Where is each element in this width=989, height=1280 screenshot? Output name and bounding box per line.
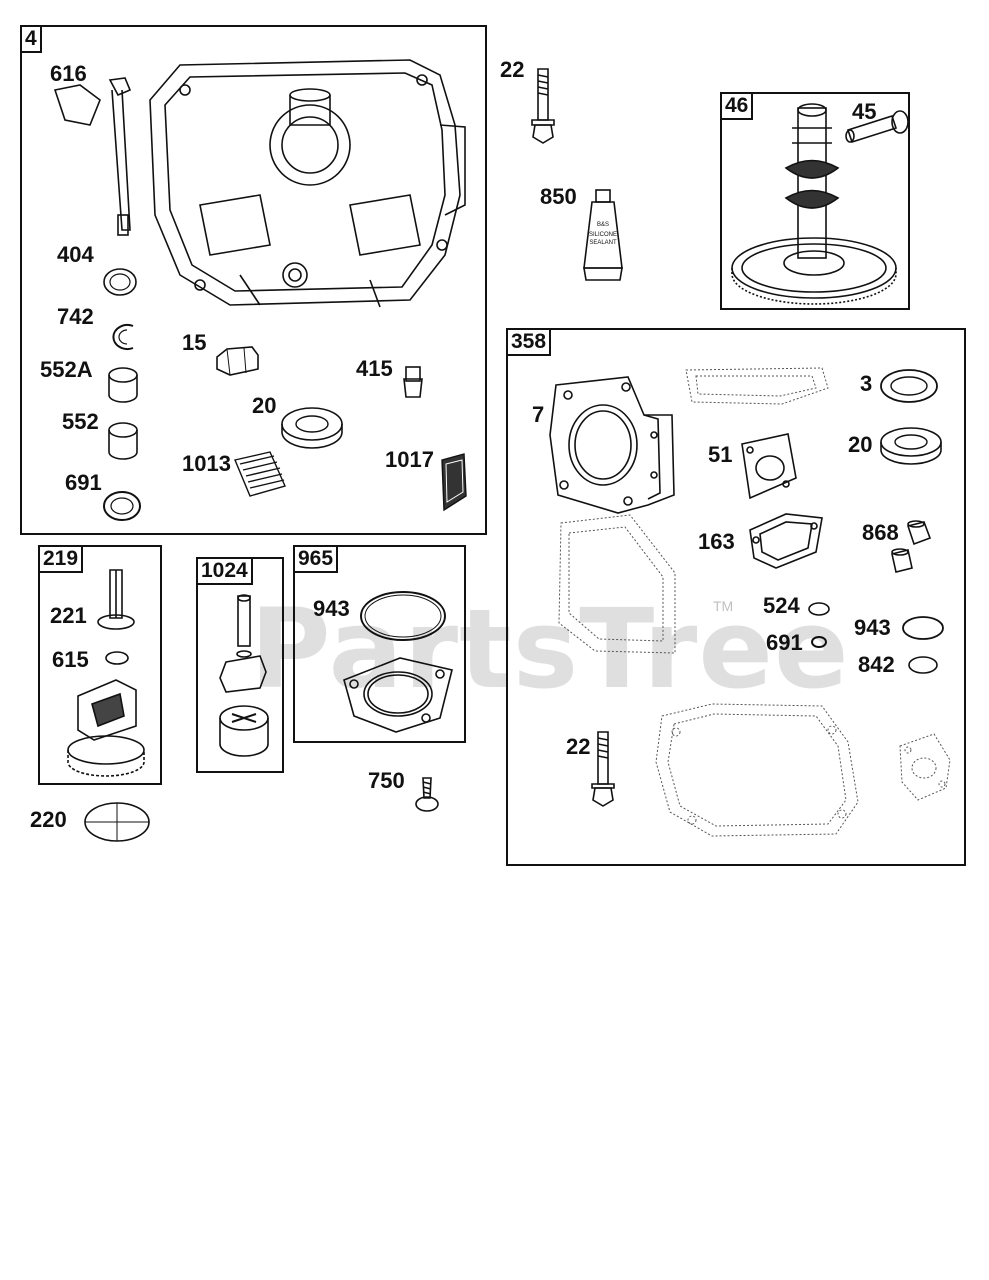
screw-750-part[interactable] — [414, 774, 440, 814]
cover-plate-965-part[interactable] — [340, 654, 456, 734]
box-id-1024: 1024 — [196, 557, 253, 585]
callout-615: 615 — [52, 647, 89, 672]
bolt-22-part[interactable] — [526, 65, 560, 147]
box-id-358: 358 — [506, 328, 552, 356]
watermark-tm: TM — [713, 598, 734, 614]
callout-1017: 1017 — [385, 447, 434, 472]
box-id-965: 965 — [293, 545, 339, 573]
box-id-219: 219 — [38, 545, 84, 573]
ring-691b-part[interactable] — [808, 634, 830, 650]
callout-221: 221 — [50, 603, 87, 628]
retaining-ring-742-part[interactable] — [105, 320, 145, 354]
assembly-box-1024: 1024 — [196, 557, 284, 773]
box-id-46: 46 — [720, 92, 754, 120]
bushings-868-part[interactable] — [886, 518, 936, 576]
callout-20: 20 — [252, 393, 277, 418]
assembly-box-965: 965 — [293, 545, 466, 743]
callout-552: 552 — [62, 409, 99, 434]
callout-524: 524 — [763, 593, 800, 618]
callout-163: 163 — [698, 529, 735, 554]
ring-943b-part[interactable] — [900, 614, 946, 642]
gasket-51-part[interactable] — [736, 432, 800, 502]
bushing-552a-part[interactable] — [103, 365, 143, 405]
governor-gear-part[interactable] — [66, 676, 152, 777]
bushing-552-part[interactable] — [103, 420, 143, 462]
callout-20-358: 20 — [848, 432, 873, 457]
ring-943a-part[interactable] — [356, 588, 450, 644]
governor-shaft-part[interactable] — [50, 70, 140, 240]
callout-45: 45 — [852, 99, 877, 124]
callout-750: 750 — [368, 768, 405, 793]
sealant-line2-text: SEALANT — [589, 240, 617, 246]
pin-45-part[interactable] — [842, 108, 912, 150]
callout-404: 404 — [57, 242, 94, 267]
silicone-sealant-850-part[interactable]: B&S SILICONE SEALANT — [578, 188, 628, 286]
assembly-box-4: 4 — [20, 25, 487, 535]
ring-524-part[interactable] — [806, 600, 832, 618]
callout-15: 15 — [182, 330, 207, 355]
washer-220-part[interactable] — [82, 800, 152, 844]
gasket-dotted-top-part[interactable] — [682, 364, 832, 408]
screen-1013-part[interactable] — [230, 450, 290, 498]
gasket-dotted-rear-part[interactable] — [555, 513, 680, 658]
callout-220: 220 — [30, 807, 67, 832]
plug-15-part[interactable] — [212, 345, 262, 379]
filter-1017-part[interactable] — [436, 452, 470, 514]
callout-22-top: 22 — [500, 57, 525, 82]
bolt-22b-part[interactable] — [588, 728, 618, 808]
box-id-4: 4 — [20, 25, 42, 53]
crankcase-gasket-dotted-part[interactable] — [652, 702, 864, 840]
callout-742: 742 — [57, 304, 94, 329]
washer-404-part[interactable] — [100, 265, 140, 299]
callout-691-358: 691 — [766, 630, 803, 655]
crankcase-cover-part[interactable] — [140, 55, 470, 315]
assembly-box-219: 219 — [38, 545, 162, 785]
callout-51: 51 — [708, 442, 733, 467]
callout-691: 691 — [65, 470, 102, 495]
callout-616: 616 — [50, 61, 87, 86]
callout-868: 868 — [862, 520, 899, 545]
callout-22-358: 22 — [566, 734, 591, 759]
assembly-box-46: 46 — [720, 92, 910, 310]
gasket-set-box-358: 358 — [506, 328, 966, 866]
oil-pump-1024-part[interactable] — [216, 592, 272, 760]
fitting-415-part[interactable] — [400, 365, 426, 401]
seal-3-part[interactable] — [878, 366, 940, 406]
callout-552a: 552A — [40, 357, 93, 382]
sealant-line1-text: SILICONE — [589, 232, 617, 238]
oil-seal-20b-part[interactable] — [878, 424, 944, 466]
ring-615-part[interactable] — [102, 648, 132, 668]
callout-415: 415 — [356, 356, 393, 381]
callout-842: 842 — [858, 652, 895, 677]
head-gasket-7-part[interactable] — [548, 375, 676, 515]
callout-1013: 1013 — [182, 451, 231, 476]
oil-seal-20-part[interactable] — [278, 402, 346, 452]
gasket-163-part[interactable] — [746, 510, 826, 572]
callout-850: 850 — [540, 184, 577, 209]
ring-842-part[interactable] — [906, 654, 940, 676]
callout-3: 3 — [860, 371, 873, 396]
callout-943: 943 — [313, 596, 350, 621]
callout-7: 7 — [532, 402, 545, 427]
sealant-brand-text: B&S — [597, 222, 609, 228]
camshaft-gear-part[interactable] — [726, 98, 906, 305]
callout-943-358: 943 — [854, 615, 891, 640]
governor-pin-221-part[interactable] — [96, 566, 136, 636]
watermark: PartsTree — [250, 585, 850, 713]
gasket-dotted-small-part[interactable] — [894, 730, 956, 804]
seal-691-part[interactable] — [100, 488, 144, 524]
